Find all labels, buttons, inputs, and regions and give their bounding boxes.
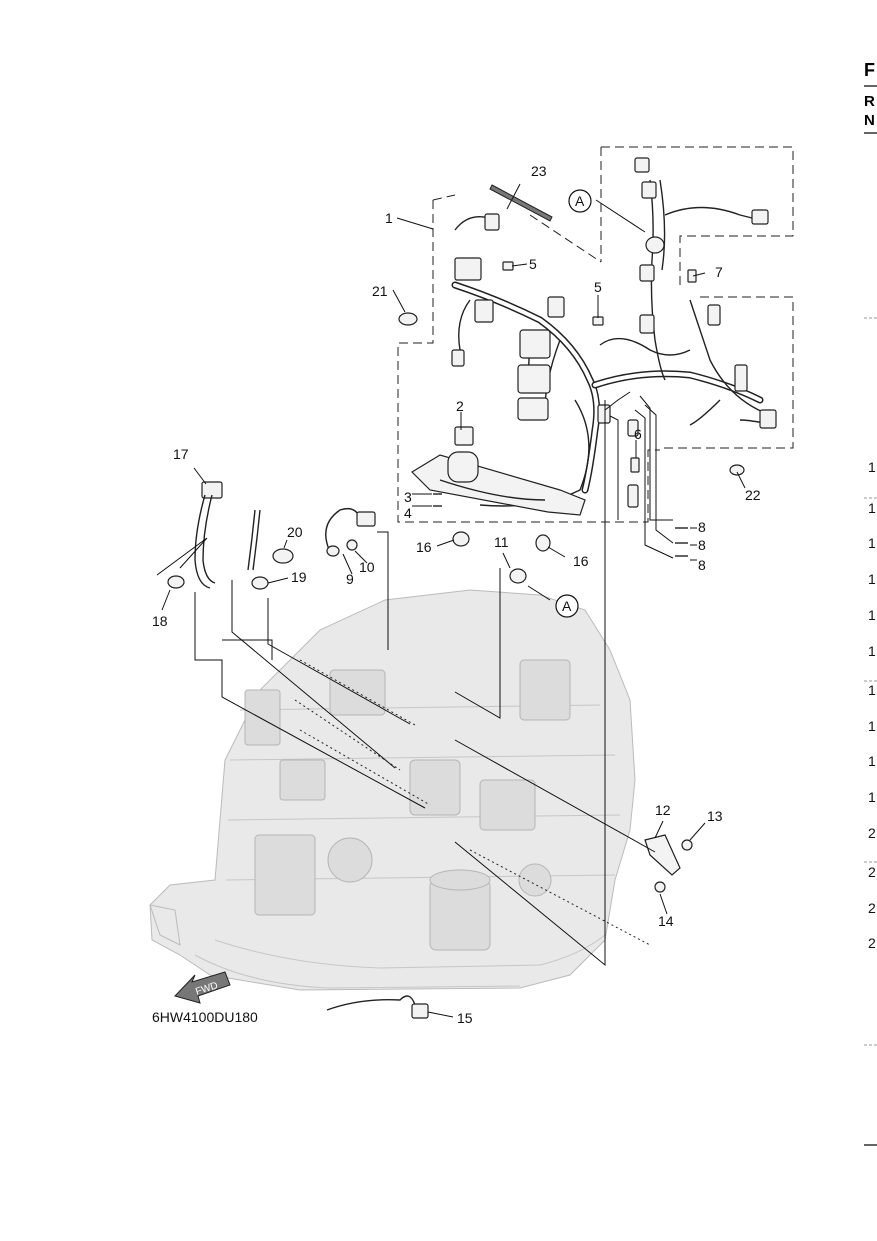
svg-text:2: 2 — [868, 825, 876, 841]
svg-text:1: 1 — [868, 500, 876, 516]
callout-10: 10 — [359, 559, 375, 575]
reference-a-top: A — [568, 189, 592, 213]
callout-16b: 16 — [573, 553, 589, 569]
callout-5b: 5 — [594, 279, 602, 295]
callout-17: 17 — [173, 446, 189, 462]
svg-text:A: A — [575, 193, 585, 209]
svg-text:1: 1 — [868, 753, 876, 769]
callout-8a: 8 — [698, 519, 706, 535]
bracket-assembly — [411, 426, 586, 516]
callout-22: 22 — [745, 487, 761, 503]
callout-19: 19 — [291, 569, 307, 585]
svg-text:1: 1 — [868, 718, 876, 734]
callout-1: 1 — [385, 210, 393, 226]
main-wire-harness — [451, 157, 777, 507]
svg-text:1: 1 — [868, 789, 876, 805]
callout-8c: 8 — [698, 557, 706, 573]
callout-23: 23 — [531, 163, 547, 179]
svg-text:1: 1 — [868, 535, 876, 551]
sensor-leads — [167, 481, 376, 590]
callout-7: 7 — [715, 264, 723, 280]
margin-letter-f: F — [864, 60, 875, 80]
svg-text:1: 1 — [868, 607, 876, 623]
callout-9: 9 — [346, 571, 354, 587]
svg-text:1: 1 — [868, 571, 876, 587]
margin-letter-n: N — [864, 112, 875, 129]
callout-18: 18 — [152, 613, 168, 629]
leader-lines — [156, 183, 746, 1018]
svg-text:2: 2 — [868, 864, 876, 880]
svg-text:2: 2 — [868, 935, 876, 951]
figure-code: 6HW4100DU180 — [152, 1009, 258, 1025]
group-outlines — [397, 146, 794, 523]
callout-20: 20 — [287, 524, 303, 540]
callout-4: 4 — [404, 505, 412, 521]
callout-15: 15 — [457, 1010, 473, 1026]
callout-12: 12 — [655, 802, 671, 818]
fwd-arrow-icon: FWD — [174, 971, 231, 1004]
svg-text:A: A — [562, 598, 572, 614]
callout-8b: 8 — [698, 537, 706, 553]
margin-letter-r: R — [864, 93, 875, 110]
callout-2: 2 — [456, 398, 464, 414]
callout-13: 13 — [707, 808, 723, 824]
svg-text:2: 2 — [868, 900, 876, 916]
callout-6: 6 — [634, 426, 642, 442]
right-margin-cutoff: F R N 1 1 1 1 1 1 1 1 1 1 2 2 2 2 — [864, 60, 877, 1146]
callout-labels: 1 2 3 4 5 5 6 7 8 8 8 9 10 11 12 13 14 1… — [152, 163, 761, 1026]
callout-3: 3 — [404, 489, 412, 505]
reference-a-bottom: A — [555, 594, 579, 618]
callout-5: 5 — [529, 256, 537, 272]
svg-text:1: 1 — [868, 643, 876, 659]
svg-text:1: 1 — [868, 682, 876, 698]
callout-21: 21 — [372, 283, 388, 299]
callout-14: 14 — [658, 913, 674, 929]
callout-16a: 16 — [416, 539, 432, 555]
callout-11: 11 — [494, 534, 509, 550]
svg-text:1: 1 — [868, 459, 876, 475]
